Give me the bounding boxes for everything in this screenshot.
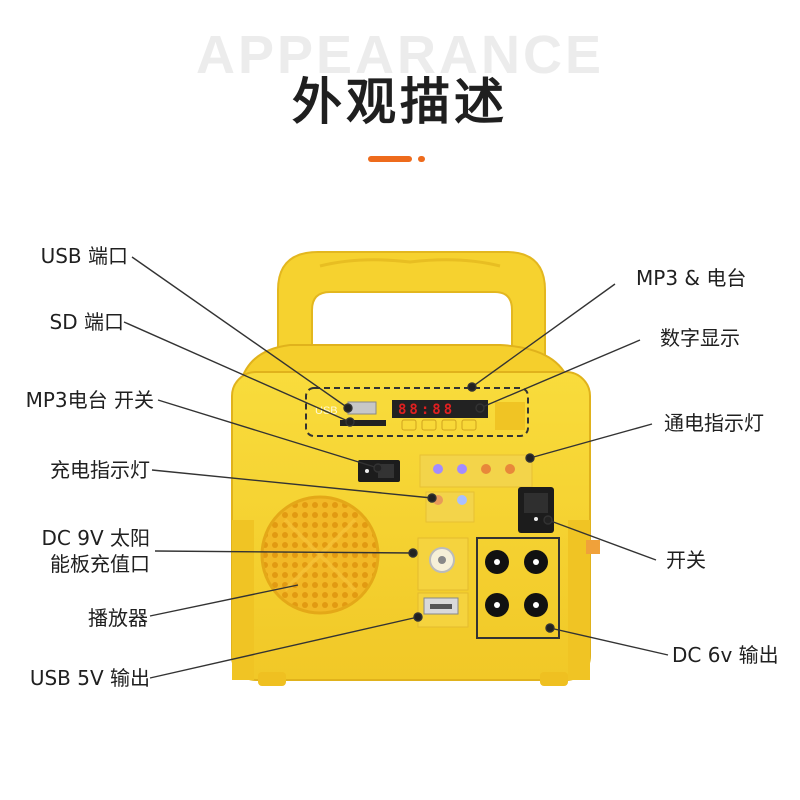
leader-dc6v — [549, 627, 669, 656]
background-watermark-title: APPEARANCE — [195, 25, 605, 85]
digital-display — [392, 400, 488, 418]
accent-dash — [368, 156, 412, 162]
display-digits: 88:88 — [398, 402, 455, 418]
device-foot-right — [540, 672, 568, 686]
leader-sd — [123, 321, 351, 423]
label-sd-port: SD 端口 — [49, 310, 124, 334]
label-mp3-radio-switch: MP3电台 开关 — [25, 388, 154, 412]
power-led — [457, 464, 467, 474]
label-power-switch: 开关 — [666, 548, 706, 572]
label-charge-indicator: 充电指示灯 — [50, 458, 150, 482]
leader-speaker — [149, 584, 299, 617]
accent-dot — [418, 156, 425, 162]
label-mp3-radio: MP3 & 电台 — [636, 266, 747, 290]
label-dc9v-solar-line1: DC 9V 太阳 — [41, 526, 151, 550]
mp3-button — [421, 419, 437, 431]
leader-solar — [154, 550, 414, 554]
label-dc9v-solar-line2: 能板充值口 — [50, 552, 150, 576]
leader-display — [479, 339, 641, 409]
device-foot-left — [258, 672, 286, 686]
power-led — [433, 464, 443, 474]
mp3-panel-outline — [305, 387, 529, 437]
power-led — [505, 464, 515, 474]
label-usb-port: USB 端口 — [40, 244, 128, 268]
leader-usb — [131, 256, 349, 409]
mp3-button — [401, 419, 417, 431]
label-usb5v-output: USB 5V 输出 — [29, 666, 150, 690]
leader-mp3-radio — [471, 283, 616, 388]
label-digital-display: 数字显示 — [660, 326, 740, 350]
leader-mp3-switch — [157, 399, 379, 469]
power-led — [481, 464, 491, 474]
mp3-button — [461, 419, 477, 431]
leader-power-indicator — [529, 423, 653, 459]
sd-slot — [340, 420, 386, 426]
label-speaker: 播放器 — [88, 606, 148, 630]
mp3-button — [441, 419, 457, 431]
leader-power-switch — [547, 519, 657, 561]
charge-led — [457, 495, 467, 505]
leader-usb5v — [149, 616, 419, 679]
page-title: 外观描述 — [292, 73, 508, 131]
dc6v-output-box — [476, 537, 560, 639]
label-power-indicator: 通电指示灯 — [664, 411, 764, 435]
label-dc6v-output: DC 6v 输出 — [672, 643, 779, 667]
leader-charge — [151, 469, 433, 499]
